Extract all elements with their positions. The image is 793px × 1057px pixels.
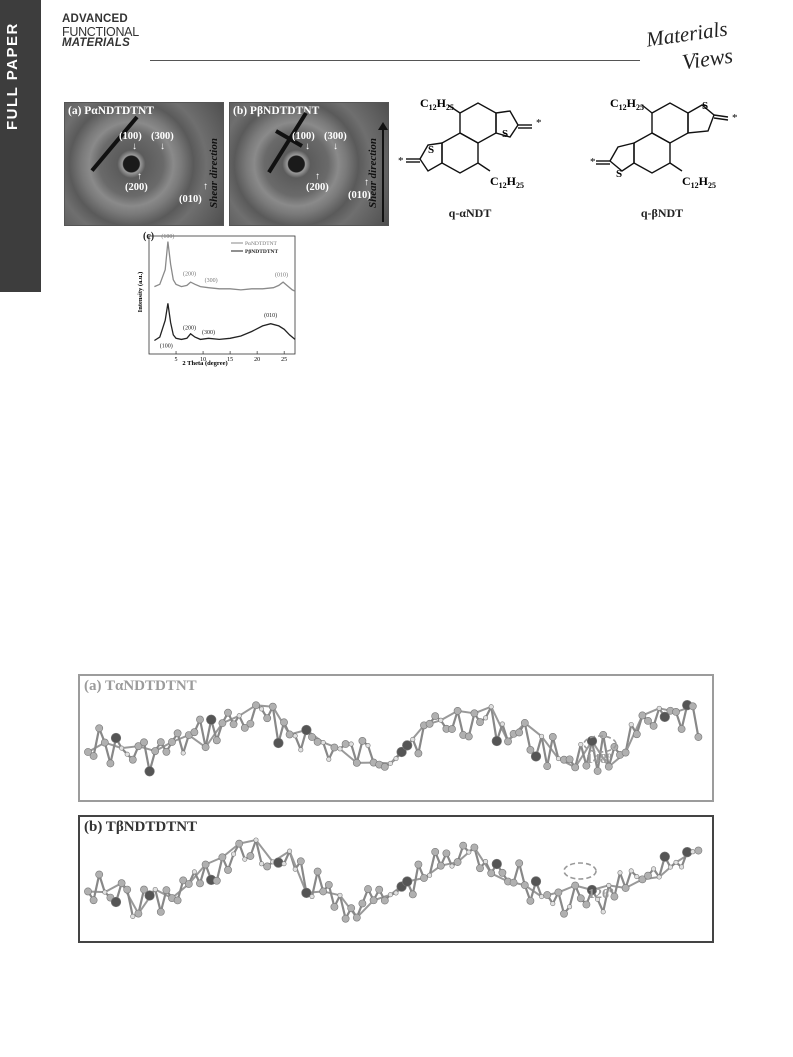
angle-label-a: 148º (586, 752, 612, 767)
ring-label-200: (200) (306, 182, 329, 193)
peak-annotation: (100) (161, 233, 174, 240)
journal-logo-line3: MATERIALS (62, 37, 131, 49)
xrd-annotations: (100) (200) (300) (010) (100) (200) (300) (010) (160, 233, 288, 349)
series-line-beta (154, 303, 296, 342)
shear-indicator-a: Shear direction (208, 102, 228, 226)
atoms (84, 837, 703, 923)
xrd-panel (63, 229, 301, 370)
legend-item-alpha: PαNDTDTNT (245, 241, 278, 247)
legend: PαNDTDTNT PβNDTDTNT (231, 241, 278, 255)
star-label: * (398, 155, 404, 167)
molecule-panel-a: (a) TαNDTDTNT 148º (78, 674, 714, 802)
section-tab: FULL PAPER (0, 0, 41, 292)
ring-label-300: (300) (324, 131, 347, 142)
arrow-up-icon: ↑ (315, 171, 320, 182)
angle-marker (583, 735, 617, 753)
ring-label-300: (300) (151, 131, 174, 142)
section-tab-label: FULL PAPER (4, 22, 21, 130)
star-label: * (732, 112, 738, 124)
journal-logo: ADVANCED FUNCTIONAL MATERIALS (62, 13, 162, 50)
structure-caption-alpha: q-αNDT (448, 206, 492, 220)
arrow-up-icon: ↑ (364, 177, 369, 188)
shear-arrow-icon (378, 122, 388, 222)
star-label: * (536, 117, 542, 129)
structure-caption-beta: q-βNDT (640, 206, 684, 220)
ring-label-100: (100) (119, 131, 142, 142)
alkyl-label-bottom: C12H25 (490, 174, 524, 190)
panel-c-label: (c) (143, 231, 155, 242)
shear-direction-label: Shear direction (367, 138, 379, 208)
sulfur-label: S (702, 100, 708, 112)
atoms (84, 700, 703, 777)
star-label: * (590, 156, 596, 168)
panel-a-label: (a) PαNDTDTNT (68, 105, 154, 117)
alkyl-label-top: C12H25 (610, 96, 644, 112)
x-axis-label: 2 Theta (degree) (182, 360, 227, 367)
shear-indicator-b: Shear direction (367, 102, 389, 226)
molecule-model-b (84, 837, 703, 923)
ring-label-010: (010) (179, 194, 202, 205)
y-axis-label: Intensity (a.u.) (137, 272, 144, 313)
journal-logo-line1: ADVANCED (62, 13, 128, 25)
arrow-down-icon: ↓ (160, 141, 165, 152)
ring-label-010: (010) (348, 190, 371, 201)
angle-label-b: 126º (588, 887, 614, 902)
molecule-model-a (84, 700, 703, 777)
arrow-down-icon: ↓ (132, 141, 137, 152)
arrow-up-icon: ↑ (203, 181, 208, 192)
x-tick-label: 20 (254, 357, 260, 363)
angle-marker (563, 862, 597, 880)
publisher-logo-word2: Views (680, 42, 735, 75)
peak-annotation: (100) (160, 342, 173, 349)
molecule-b-title: (b) TβNDTDTNT (84, 819, 198, 835)
alkyl-label-bottom: C12H25 (682, 174, 716, 190)
diffraction-panel-a: (a) PαNDTDTNT (100) (300) ↓ ↓ ↑ (200) ↑ … (64, 102, 224, 226)
arrow-down-icon: ↓ (305, 141, 310, 152)
x-tick-label: 15 (227, 357, 233, 363)
peak-annotation: (300) (202, 329, 215, 336)
sulfur-label: S (502, 128, 508, 140)
publisher-logo: Materials Views (644, 16, 754, 80)
ring-label-100: (100) (292, 131, 315, 142)
legend-item-beta: PβNDTDTNT (245, 249, 278, 255)
sulfur-label: S (428, 144, 434, 156)
arrow-up-icon: ↑ (137, 171, 142, 182)
peak-annotation: (200) (183, 324, 196, 331)
xrd-axes (148, 235, 296, 355)
structure-q-beta-ndt: C12H25 C12H25 S S * * (590, 96, 738, 190)
molecule-panel-b: (b) TβNDTDTNT 126º (78, 815, 714, 943)
structure-q-alpha-ndt: C12H25 C12H25 S S * * (398, 96, 542, 190)
molecule-a-title: (a) TαNDTDTNT (84, 678, 197, 694)
journal-logo-line2: FUNCTIONAL (62, 24, 139, 39)
x-tick-label: 5 (175, 357, 178, 363)
sulfur-label: S (616, 168, 622, 180)
peak-annotation: (200) (183, 270, 196, 277)
panel-b-label: (b) PβNDTDTNT (233, 105, 320, 117)
xrd-chart: 5 10 15 20 25 (100) (200) (300) (010) (100) (200)… (137, 233, 296, 367)
series-line-alpha (154, 241, 296, 292)
alkyl-label-top: C12H25 (420, 96, 454, 112)
arrow-down-icon: ↓ (333, 141, 338, 152)
peak-annotation: (300) (205, 277, 218, 284)
ring-label-200: (200) (125, 182, 148, 193)
peak-annotation: (010) (264, 312, 277, 319)
peak-annotation: (010) (275, 271, 288, 278)
x-tick-label: 10 (200, 357, 206, 363)
xrd-tick-labels: 5 10 15 20 25 (175, 351, 287, 363)
x-tick-label: 25 (281, 357, 287, 363)
header-rule (150, 60, 640, 61)
shear-direction-label: Shear direction (208, 138, 220, 208)
diffraction-panel-b: (b) PβNDTDTNT (100) (300) ↓ ↓ ↑ (200) ↑ … (229, 102, 389, 226)
plot-frame (148, 235, 296, 355)
